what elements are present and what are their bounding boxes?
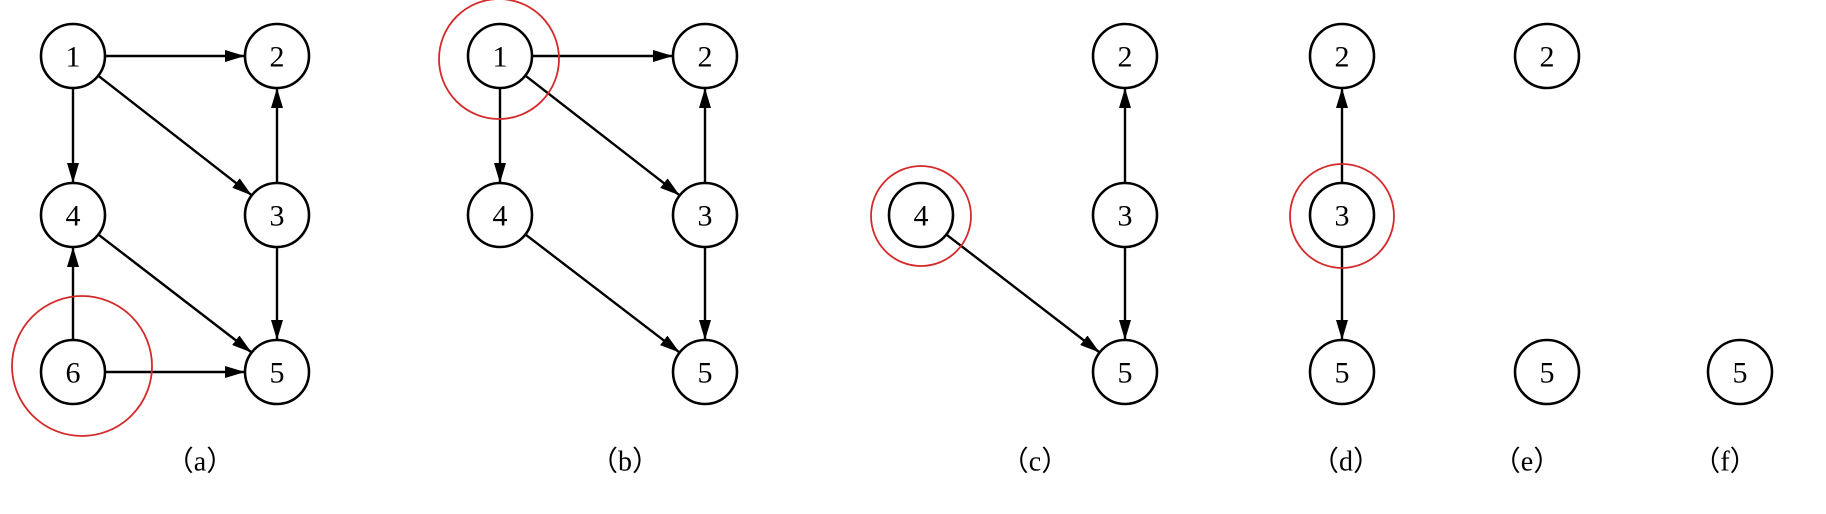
node-3-label: 3 <box>1335 200 1350 233</box>
node-3-circle <box>1091 181 1159 249</box>
highlight-ring-node-4 <box>870 165 972 267</box>
node-4-circle <box>466 181 534 249</box>
node-3-circle <box>1308 181 1376 249</box>
node-2-circle <box>1308 22 1376 90</box>
edge-4-to-5 <box>945 233 1100 353</box>
node-5-label: 5 <box>698 357 713 390</box>
node-4-label: 4 <box>66 200 81 233</box>
node-1-label: 1 <box>66 41 81 74</box>
node-2-label: 2 <box>270 41 285 74</box>
node-4-circle <box>887 181 955 249</box>
node-5-circle <box>1706 338 1774 406</box>
node-1-circle <box>466 22 534 90</box>
node-3-label: 3 <box>1118 200 1133 233</box>
node-5-label: 5 <box>1733 357 1748 390</box>
edge-1-to-3 <box>524 74 680 196</box>
node-1-circle <box>39 22 107 90</box>
node-5-circle <box>671 338 739 406</box>
node-5-label: 5 <box>270 357 285 390</box>
node-3-circle <box>671 181 739 249</box>
node-5-circle <box>1308 338 1376 406</box>
panel-f-caption: （f） <box>1692 446 1757 478</box>
panel-a-caption: （a） <box>166 446 234 478</box>
node-1-label: 1 <box>493 41 508 74</box>
panel-e: 2 5 （e） <box>1493 22 1581 478</box>
edge-4-to-5 <box>97 233 252 353</box>
panel-e-caption: （e） <box>1493 446 1561 478</box>
panel-d-caption: （d） <box>1311 446 1381 478</box>
panel-d: 2 3 5 （d） <box>1289 22 1395 478</box>
node-2-circle <box>1091 22 1159 90</box>
node-3-label: 3 <box>698 200 713 233</box>
edge-1-to-3 <box>97 74 252 196</box>
node-5-label: 5 <box>1118 357 1133 390</box>
panels-layer: 1 2 3 4 5 6 （a） 1 2 3 4 5 （b） 2 4 3 5 （c） 2 3 5 （d） 2 5 （e） 5 （f） <box>11 0 1774 478</box>
highlight-ring-node-3 <box>1289 163 1395 269</box>
node-2-circle <box>671 22 739 90</box>
edge-4-to-5 <box>524 233 680 353</box>
node-2-circle <box>1513 22 1581 90</box>
node-2-label: 2 <box>1118 41 1133 74</box>
node-2-label: 2 <box>698 41 713 74</box>
node-4-label: 4 <box>914 200 929 233</box>
panel-a: 1 2 3 4 5 6 （a） <box>11 22 311 478</box>
panel-b: 1 2 3 4 5 （b） <box>438 0 739 478</box>
node-4-label: 4 <box>493 200 508 233</box>
node-3-circle <box>243 181 311 249</box>
node-2-circle <box>243 22 311 90</box>
highlight-ring-node-1 <box>438 0 560 120</box>
node-3-label: 3 <box>270 200 285 233</box>
node-4-circle <box>39 181 107 249</box>
highlight-ring-node-6 <box>11 295 153 437</box>
node-5-label: 5 <box>1335 357 1350 390</box>
panel-b-caption: （b） <box>590 446 660 478</box>
node-5-label: 5 <box>1540 357 1555 390</box>
node-6-label: 6 <box>66 357 81 390</box>
node-2-label: 2 <box>1540 41 1555 74</box>
node-5-circle <box>1091 338 1159 406</box>
node-2-label: 2 <box>1335 41 1350 74</box>
node-5-circle <box>1513 338 1581 406</box>
panel-c: 2 4 3 5 （c） <box>870 22 1159 478</box>
panel-c-caption: （c） <box>1001 446 1069 478</box>
panel-f: 5 （f） <box>1692 338 1774 478</box>
node-5-circle <box>243 338 311 406</box>
node-6-circle <box>39 338 107 406</box>
